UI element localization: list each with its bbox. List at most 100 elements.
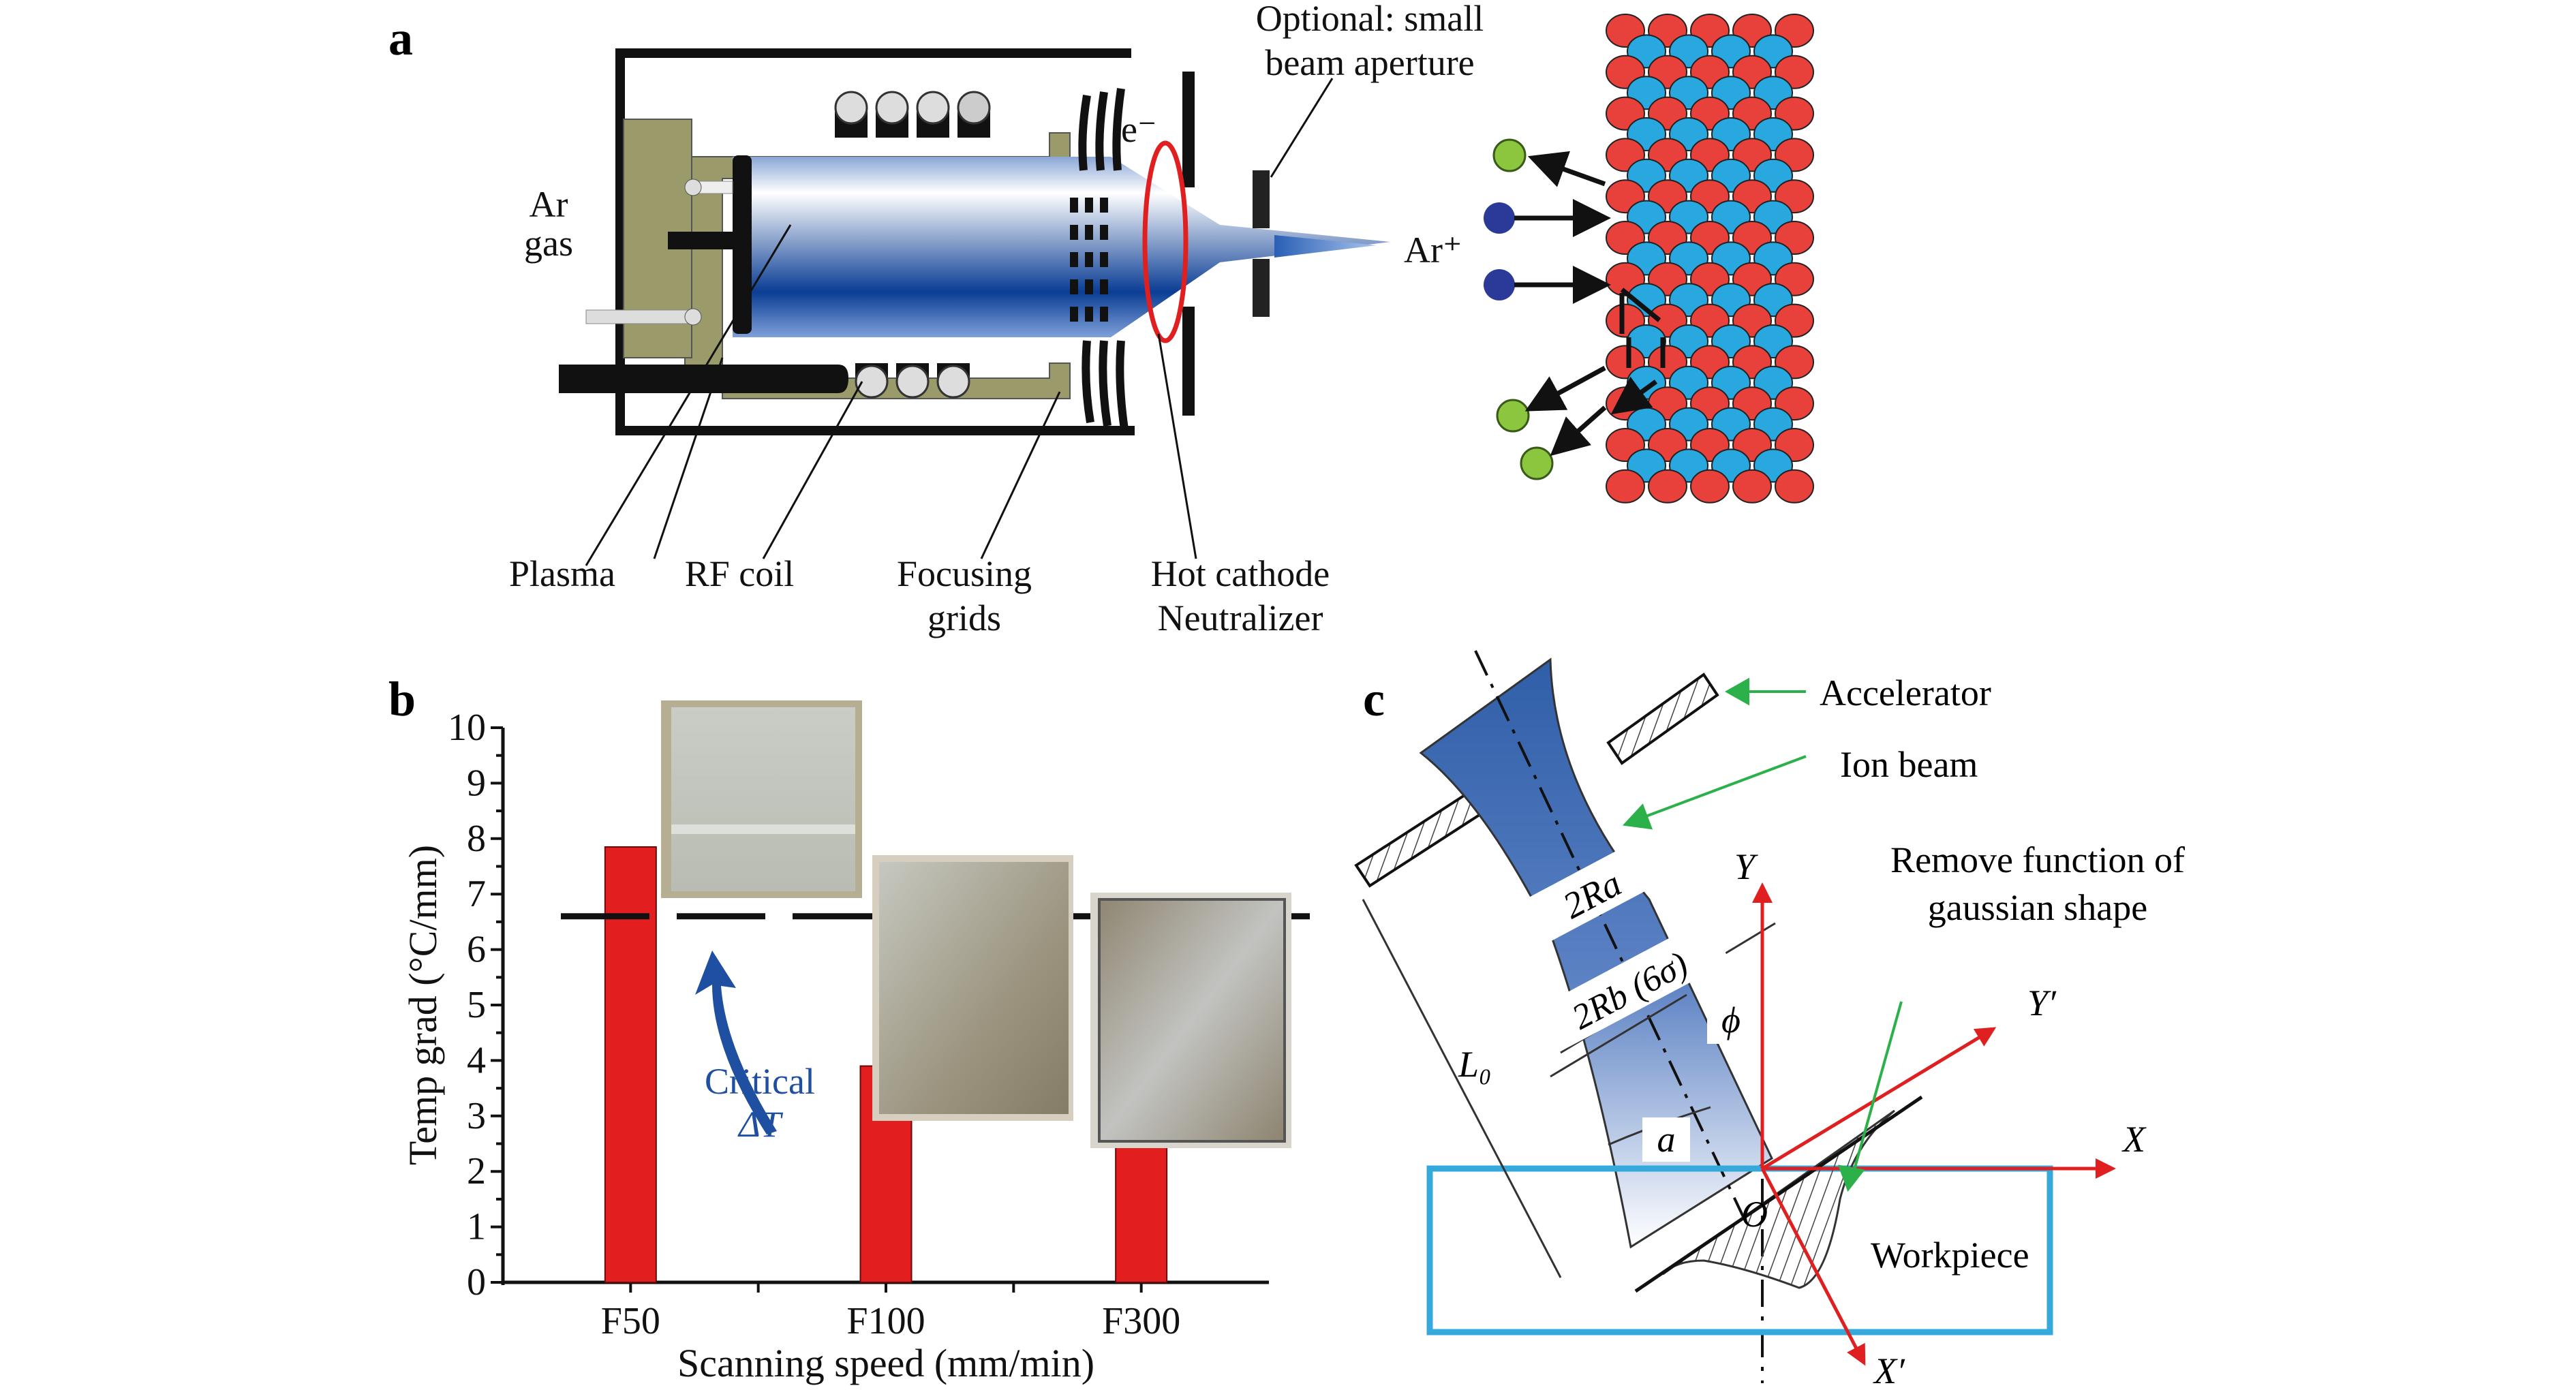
ar-gas-label-line2: gas xyxy=(524,223,573,264)
y-tick-label: 9 xyxy=(467,762,486,804)
y-axis-title: Temp grad (°C/mm) xyxy=(401,845,445,1165)
beam-dimension-labels: 2Ra 2Rb (6σ) ϕ a xyxy=(1525,841,1755,1162)
label-l0: L₀ xyxy=(1458,1044,1492,1085)
remove-function-pointer-head xyxy=(1837,1164,1865,1192)
aperture-top xyxy=(1253,170,1270,228)
label-axis-y: Y xyxy=(1734,846,1758,887)
aperture-bottom xyxy=(1253,259,1270,317)
ion-beam-shape xyxy=(1419,658,1773,1249)
cathode-plate xyxy=(733,155,752,334)
x-tick-label: F300 xyxy=(1102,1300,1180,1342)
ar-ion-label: Ar⁺ xyxy=(1404,230,1462,271)
x-tick-label: F100 xyxy=(846,1300,925,1342)
ion-beam-pointer xyxy=(1642,755,1807,819)
label-accelerator: Accelerator xyxy=(1820,673,1991,713)
gas-valve-lower xyxy=(684,308,702,326)
panel-b-label: b xyxy=(388,672,416,726)
sputtering-lattice xyxy=(1606,14,1814,504)
arrow-sputter-out xyxy=(1550,405,1607,457)
y-tick-label: 7 xyxy=(467,873,486,915)
label-workpiece: Workpiece xyxy=(1871,1235,2029,1276)
ion-beam-pointer-head xyxy=(1622,803,1653,830)
y-tick-label: 8 xyxy=(467,818,486,860)
lattice-atom-red xyxy=(1606,469,1645,504)
y-tick-label: 4 xyxy=(467,1039,486,1081)
ion-source-diagram: Optional: small beam aperture Ar gas e⁻ … xyxy=(509,0,1484,638)
neutralizer-plate-top xyxy=(1182,72,1195,187)
label-axis-yprime: Y′ xyxy=(2027,983,2057,1023)
aperture-label-line1: Optional: small xyxy=(1256,0,1484,39)
lattice-atom-red xyxy=(1690,469,1730,504)
grid-holes xyxy=(1070,198,1108,322)
axis-xprime-arrow xyxy=(1760,1167,1866,1366)
neutralizer-plate-bottom xyxy=(1182,307,1195,416)
y-tick-label: 3 xyxy=(467,1095,486,1137)
tilted-surface-line xyxy=(1634,1095,1923,1293)
focusing-grids-label-line1: Focusing xyxy=(897,553,1032,594)
label-remove-function-line2: gaussian shape xyxy=(1928,887,2147,928)
sample-photo-f50 xyxy=(661,700,862,898)
plasma-label: Plasma xyxy=(509,553,615,594)
y-tick-label: 0 xyxy=(467,1261,486,1303)
sputtered-atom xyxy=(1520,446,1554,480)
lattice-atom-red xyxy=(1648,469,1687,504)
sputtered-atom xyxy=(1496,399,1530,433)
label-alpha: a xyxy=(1657,1119,1676,1160)
leader-lines xyxy=(585,78,1334,566)
sample-photo-f100 xyxy=(872,855,1073,1121)
beam-axis xyxy=(1474,650,1746,1220)
feed-bar xyxy=(559,365,848,393)
neutralizer-loop xyxy=(1142,140,1189,343)
gas-valve-upper xyxy=(684,179,702,196)
aperture-label-line2: beam aperture xyxy=(1265,42,1474,83)
sputtered-atom xyxy=(1492,138,1527,172)
electrode-stub xyxy=(668,232,733,249)
incoming-ion xyxy=(1484,202,1515,234)
critical-arrow-icon xyxy=(695,951,777,1134)
lattice-atom-red xyxy=(1732,469,1772,504)
rf-coil-label: RF coil xyxy=(685,553,795,594)
ion-beam-tip xyxy=(1274,235,1377,258)
incoming-ion xyxy=(1484,269,1515,300)
rf-coil-top xyxy=(834,91,991,138)
label-remove-function-line1: Remove function of xyxy=(1890,839,2185,880)
y-tick-label: 10 xyxy=(448,707,486,749)
panel-a: a xyxy=(388,0,1814,638)
x-tick-label: F50 xyxy=(601,1300,660,1342)
workpiece xyxy=(1426,1165,2053,1335)
x-axis-title: Scanning speed (mm/min) xyxy=(677,1341,1094,1385)
sputter-particles xyxy=(1484,138,1666,480)
y-tick-label: 6 xyxy=(467,929,486,971)
lattice-atom-red xyxy=(1775,469,1814,504)
panel-c-label: c xyxy=(1363,672,1385,726)
sample-photo-f300 xyxy=(1090,893,1291,1148)
arrow-sputter-out xyxy=(1527,151,1606,187)
gas-tube-lower xyxy=(585,309,696,324)
bar-f50 xyxy=(604,846,657,1283)
outer-housing xyxy=(615,48,1135,435)
label-origin: O xyxy=(1741,1194,1768,1235)
label-axis-x: X xyxy=(2121,1119,2147,1160)
focusing-grids xyxy=(1078,88,1129,430)
panel-a-label: a xyxy=(388,11,413,65)
y-tick-label: 1 xyxy=(467,1206,486,1248)
arrow-sputter-out xyxy=(1524,365,1606,412)
label-axis-xprime: X′ xyxy=(1873,1350,1905,1390)
collision-cascade xyxy=(1619,288,1666,409)
hot-cathode-label-line1: Hot cathode xyxy=(1151,553,1330,594)
label-ion-beam: Ion beam xyxy=(1840,744,1978,785)
remove-function-pointer xyxy=(1852,1001,1903,1173)
accelerator-pointer-head xyxy=(1724,677,1749,706)
plasma-beam xyxy=(733,157,1390,337)
rf-coil-bottom xyxy=(855,363,970,399)
critical-label-line2: ΔT xyxy=(737,1104,784,1145)
label-phi: ϕ xyxy=(1721,1000,1741,1040)
y-tick-label: 5 xyxy=(467,984,486,1026)
y-tick-label: 2 xyxy=(467,1150,486,1192)
axis-yprime-arrow xyxy=(1761,1027,1997,1171)
critical-label-line1: Critical xyxy=(705,1061,815,1102)
panel-c: c xyxy=(1354,650,2185,1390)
ar-gas-label-line1: Ar xyxy=(530,184,568,225)
